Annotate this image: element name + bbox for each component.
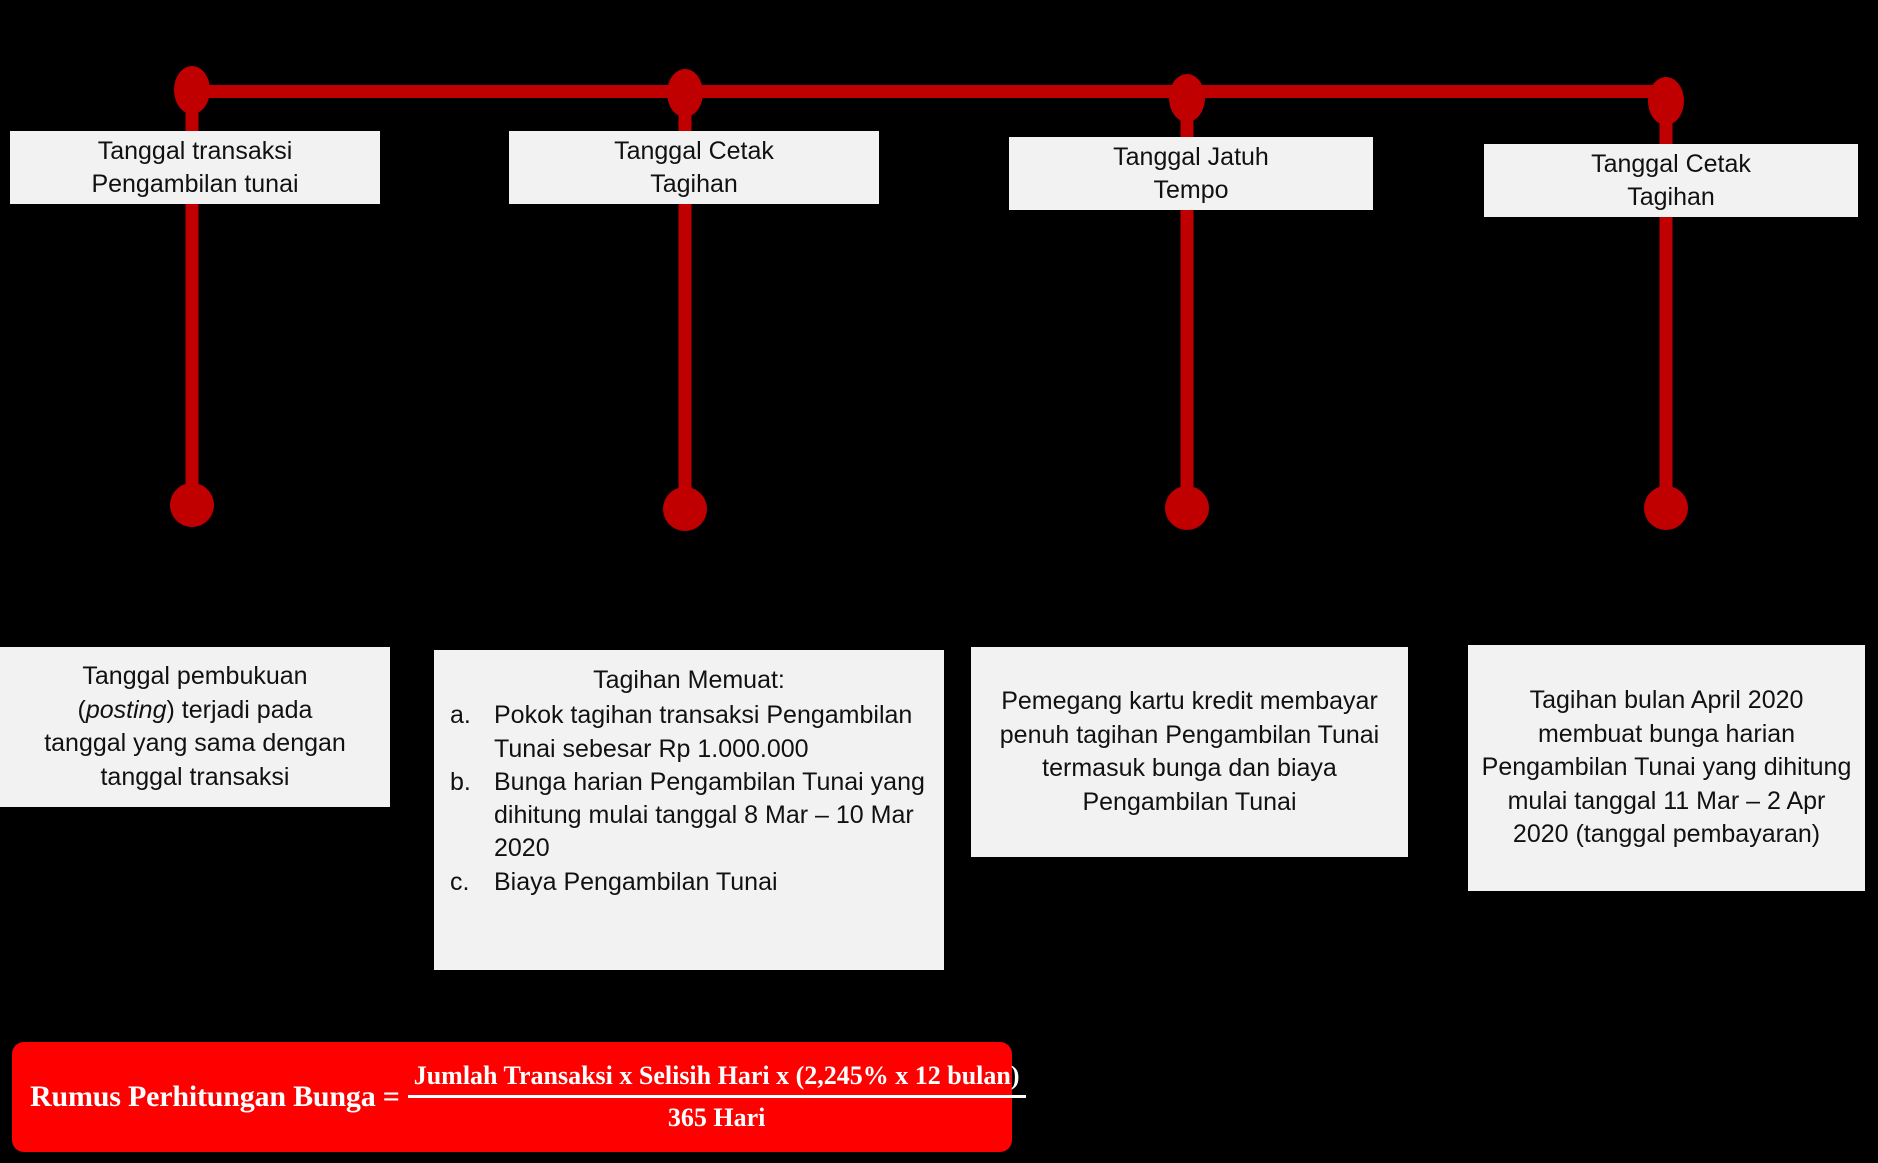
list-marker-c: c.: [450, 867, 470, 896]
event-label-3-line2: Tempo: [1153, 175, 1229, 204]
interest-formula-bar: Rumus Perhitungan Bunga = Jumlah Transak…: [12, 1042, 1026, 1152]
list-item: c. Biaya Pengambilan Tunai: [450, 866, 928, 899]
timeline-node-4[interactable]: [1648, 77, 1684, 125]
detail-1-line4: tanggal transaksi: [100, 762, 290, 791]
list-item: a. Pokok tagihan transaksi Pengambilan T…: [450, 699, 928, 766]
timeline-dot-3[interactable]: [1165, 486, 1209, 530]
detail-box-1[interactable]: Tanggal pembukuan (posting) terjadi pada…: [0, 647, 390, 807]
timeline-node-2[interactable]: [667, 69, 703, 117]
list-marker-a: a.: [450, 701, 471, 730]
detail-box-3[interactable]: Pemegang kartu kredit membayar penuh tag…: [971, 647, 1408, 857]
timeline-node-1[interactable]: [174, 66, 210, 114]
list-item: b. Bunga harian Pengambilan Tunai yang d…: [450, 766, 928, 866]
timeline-dot-1[interactable]: [170, 483, 214, 527]
detail-box-2[interactable]: Tagihan Memuat: a. Pokok tagihan transak…: [434, 650, 944, 970]
event-label-1-line2: Pengambilan tunai: [91, 169, 299, 198]
formula-fraction: Jumlah Transaksi x Selisih Hari x (2,245…: [407, 1061, 1026, 1133]
detail-box-4[interactable]: Tagihan bulan April 2020 membuat bunga h…: [1468, 645, 1865, 891]
event-box-2[interactable]: Tanggal Cetak Tagihan: [509, 131, 879, 204]
event-box-1[interactable]: Tanggal transaksi Pengambilan tunai: [10, 131, 380, 204]
detail-1-line2: (posting) terjadi pada: [12, 694, 378, 728]
timeline-rail: [180, 85, 1678, 98]
event-label-4-line2: Tagihan: [1627, 182, 1715, 211]
event-box-4[interactable]: Tanggal Cetak Tagihan: [1484, 144, 1858, 217]
detail-1-italic-posting: posting: [85, 695, 167, 724]
detail-1-line3: tanggal yang sama dengan: [44, 729, 346, 757]
detail-3-text: Pemegang kartu kredit membayar penuh tag…: [999, 687, 1380, 816]
formula-label: Rumus Perhitungan Bunga =: [30, 1080, 400, 1113]
detail-1-paren-open: (: [77, 695, 86, 724]
timeline-dot-2[interactable]: [663, 487, 707, 531]
detail-1-paren-close: ) terjadi pada: [166, 695, 313, 724]
detail-1-line1: Tanggal pembukuan: [82, 662, 308, 690]
timeline-node-3[interactable]: [1169, 74, 1205, 122]
list-text-b: Bunga harian Pengambilan Tunai yang dihi…: [494, 767, 925, 863]
list-marker-b: b.: [450, 767, 471, 796]
list-text-c: Biaya Pengambilan Tunai: [494, 867, 778, 896]
event-label-2-line1: Tanggal Cetak: [614, 136, 774, 165]
detail-2-title: Tagihan Memuat:: [593, 666, 785, 694]
event-label-1-line1: Tanggal transaksi: [97, 136, 293, 165]
event-label-2-line2: Tagihan: [650, 169, 738, 198]
timeline-dot-4[interactable]: [1644, 486, 1688, 530]
event-label-3-line1: Tanggal Jatuh: [1113, 142, 1269, 171]
list-text-a: Pokok tagihan transaksi Pengambilan Tuna…: [494, 701, 913, 763]
event-box-3[interactable]: Tanggal Jatuh Tempo: [1009, 137, 1373, 210]
formula-fraction-rule: [407, 1095, 1026, 1098]
detail-4-text: Tagihan bulan April 2020 membuat bunga h…: [1481, 686, 1852, 849]
event-label-4-line1: Tanggal Cetak: [1591, 149, 1751, 178]
formula-numerator: Jumlah Transaksi x Selisih Hari x (2,245…: [413, 1061, 1020, 1090]
formula-denominator: 365 Hari: [667, 1103, 766, 1132]
